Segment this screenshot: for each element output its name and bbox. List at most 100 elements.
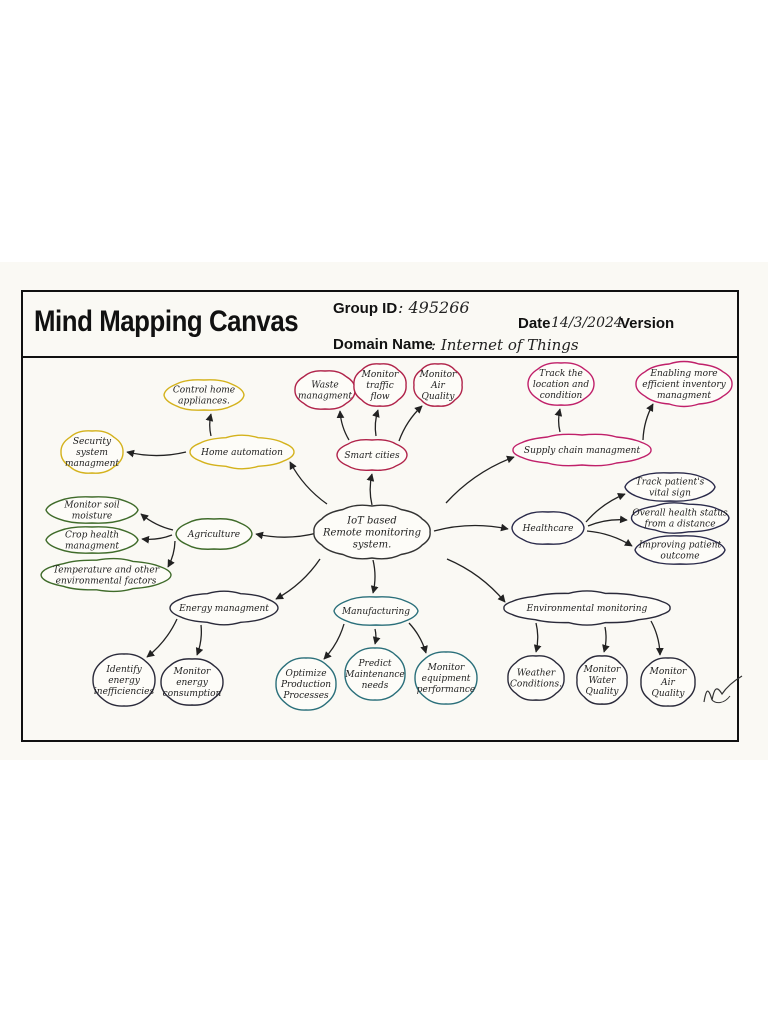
edge-root-to-environmental bbox=[446, 558, 506, 603]
branch-supply-chain: Supply chain managment bbox=[512, 433, 652, 467]
agriculture-child-0-text-line: moisture bbox=[72, 512, 113, 522]
agriculture-child-1-text-line: managment bbox=[65, 542, 119, 552]
supply-chain-child-0-text-line: condition bbox=[540, 391, 583, 401]
branch-agriculture-cloud-shape bbox=[175, 518, 253, 550]
home-automation-child-0-text-line: Control home bbox=[173, 386, 235, 396]
manufacturing-child-2-text-line: equipment bbox=[422, 674, 471, 684]
supply-chain-child-1-cloud-shape bbox=[635, 360, 733, 408]
supply-chain-child-0-text-line: location and bbox=[533, 380, 589, 390]
energy-child-0-text-line: inefficiencies bbox=[94, 687, 155, 697]
group-id-value: : 495266 bbox=[398, 298, 470, 317]
environmental-child-0-cloud-shape bbox=[507, 655, 565, 701]
edge-smart-cities-child-0 bbox=[336, 410, 350, 441]
agriculture-child-2-text-line: Temperature and other bbox=[53, 566, 160, 576]
manufacturing-child-0-cloud-shape bbox=[275, 657, 337, 711]
root-node-text-line: Remote monitoring bbox=[322, 528, 421, 539]
home-automation-child-1-text-line: system bbox=[76, 448, 108, 458]
environmental-child-2-text-line: Quality bbox=[652, 689, 686, 699]
edge-supply-chain-child-1 bbox=[642, 403, 654, 441]
supply-chain-child-1-text-line: managment bbox=[657, 391, 711, 401]
edge-healthcare-child-2 bbox=[586, 530, 633, 547]
manufacturing-child-1-text-line: Maintenance bbox=[344, 670, 405, 680]
branch-energy-text-line: Energy managment bbox=[178, 604, 269, 614]
energy-child-1-text-line: Monitor bbox=[173, 667, 211, 677]
healthcare-child-1-text-line: Overall health status bbox=[632, 509, 728, 519]
edge-home-automation-child-1 bbox=[126, 449, 187, 458]
agriculture-child-1-text-line: Crop health bbox=[65, 531, 119, 541]
home-automation-child-0-text-line: appliances. bbox=[178, 397, 230, 407]
branch-healthcare-text-line: Healthcare bbox=[522, 524, 574, 534]
edge-smart-cities-child-1 bbox=[372, 409, 380, 437]
domain-name-value: : Internet of Things bbox=[431, 336, 579, 354]
manufacturing-child-1-text-line: Predict bbox=[358, 659, 392, 669]
healthcare-child-2-text-line: outcome bbox=[660, 552, 699, 562]
environmental-child-0-text-line: Conditions. bbox=[510, 680, 562, 690]
branch-agriculture: Agriculture bbox=[175, 518, 253, 550]
manufacturing-child-0-text-line: Optimize bbox=[285, 669, 326, 679]
environmental-child-2-text-line: Air bbox=[660, 678, 675, 688]
smart-cities-child-0-text-line: managment bbox=[298, 392, 352, 402]
branch-agriculture-text-line: Agriculture bbox=[187, 530, 240, 540]
manufacturing-child-2-cloud-shape bbox=[414, 651, 478, 705]
healthcare-child-0-cloud-shape bbox=[624, 472, 716, 502]
home-automation-child-1-text-line: Security bbox=[73, 437, 112, 447]
branch-supply-chain-text-line: Supply chain managment bbox=[524, 446, 641, 456]
branch-environmental-text-line: Environmental monitoring bbox=[526, 604, 648, 614]
energy-child-0-text-line: Identify bbox=[105, 665, 142, 675]
healthcare-child-1-text-line: from a distance bbox=[643, 520, 715, 530]
root-node-text-line: IoT based bbox=[346, 516, 397, 527]
edge-root-to-home-automation bbox=[289, 461, 328, 505]
agriculture-child-1-cloud-shape bbox=[45, 526, 139, 554]
healthcare-child-2-cloud-shape bbox=[634, 535, 726, 565]
supply-chain-child-1-text-line: efficient inventory bbox=[642, 380, 726, 390]
manufacturing-child-1-text-line: needs bbox=[362, 681, 389, 691]
supply-chain-child-1-text-line: Enabling more bbox=[649, 369, 717, 379]
edge-agriculture-child-1 bbox=[141, 534, 173, 544]
edge-agriculture-child-2 bbox=[167, 540, 176, 568]
edge-healthcare-child-1 bbox=[587, 515, 628, 527]
group-id-label: Group ID bbox=[333, 300, 398, 317]
edge-root-to-agriculture bbox=[255, 531, 318, 540]
branch-energy-cloud-shape bbox=[169, 590, 279, 626]
branch-supply-chain-cloud-shape bbox=[512, 433, 652, 467]
domain-name-label: Domain Name bbox=[333, 336, 434, 353]
branch-healthcare-cloud-shape bbox=[511, 511, 585, 545]
energy-child-0-text-line: energy bbox=[108, 676, 141, 686]
branch-home-automation-cloud-shape bbox=[189, 434, 295, 470]
version-label: Version bbox=[620, 315, 675, 332]
branch-manufacturing-text-line: Manufacturing bbox=[341, 607, 410, 617]
header-divider bbox=[21, 356, 739, 358]
smart-cities-child-1-text-line: traffic bbox=[366, 381, 394, 391]
branch-smart-cities-cloud-shape bbox=[336, 439, 408, 471]
home-automation-child-0-cloud-shape bbox=[163, 379, 245, 411]
home-automation-child-1-cloud-shape bbox=[60, 430, 124, 474]
signature-mark bbox=[703, 675, 743, 704]
manufacturing-child-1-cloud-shape bbox=[344, 647, 406, 701]
edge-manufacturing-child-1 bbox=[372, 628, 381, 645]
smart-cities-child-2-text-line: Monitor bbox=[419, 370, 457, 380]
manufacturing-child-2-text-line: Monitor bbox=[427, 663, 465, 673]
edge-smart-cities-child-2 bbox=[398, 405, 423, 442]
smart-cities-child-1-text-line: Monitor bbox=[361, 370, 399, 380]
root-node-text-line: system. bbox=[353, 540, 392, 551]
branch-smart-cities-text-line: Smart cities bbox=[344, 451, 400, 461]
